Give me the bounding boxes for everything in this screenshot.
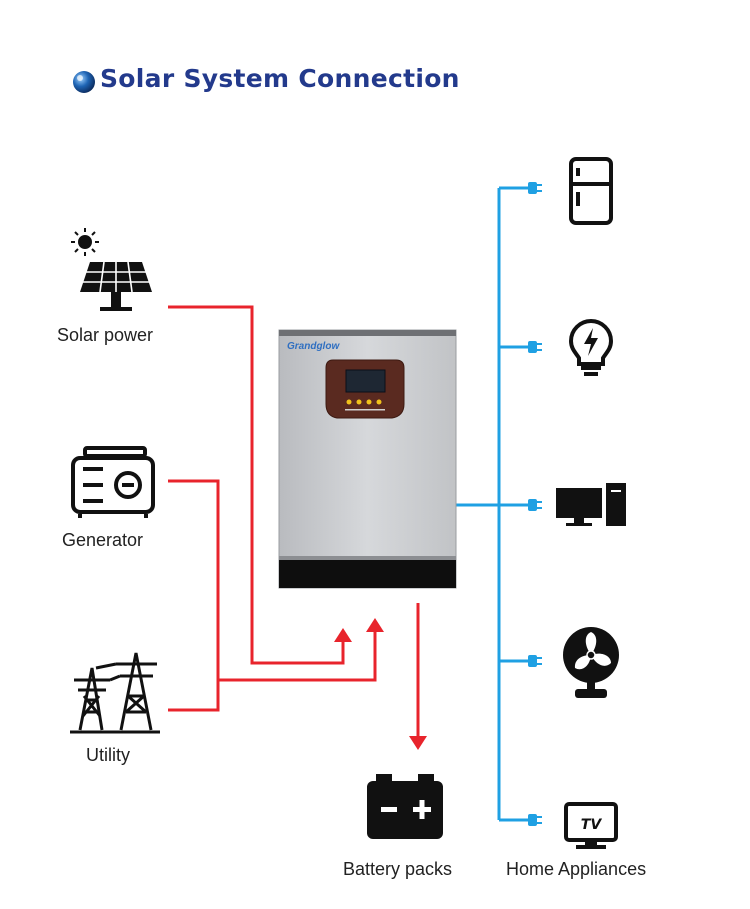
- plug-icon: [528, 182, 542, 194]
- generator-label: Generator: [62, 530, 144, 550]
- inverter-brand: Grandglow: [287, 341, 340, 352]
- utility-line: [218, 630, 377, 682]
- output-lines: [455, 186, 530, 822]
- tv-text: TV: [581, 817, 603, 833]
- utility-arrow: [366, 618, 384, 632]
- refrigerator-icon: [569, 157, 613, 225]
- power-tower-icon: [70, 652, 160, 734]
- plug-icon: [528, 499, 542, 511]
- solar-power-label: Solar power: [57, 325, 154, 345]
- sun-icon: [71, 228, 99, 256]
- computer-icon: [556, 483, 626, 526]
- page-title: Solar System Connection: [100, 64, 460, 93]
- battery-arrow: [409, 736, 427, 750]
- generator-line: [168, 479, 220, 712]
- inverter: [278, 329, 457, 589]
- solar-line: [168, 305, 345, 665]
- battery-packs-label: Battery packs: [343, 859, 453, 879]
- plug-icon: [528, 814, 542, 826]
- fan-icon: [563, 627, 619, 698]
- panel-buttons: [346, 399, 382, 405]
- home-appliances-label: Home Appliances: [506, 859, 647, 879]
- plug-icon: [528, 341, 542, 353]
- solar-arrow: [334, 628, 352, 642]
- plug-icon: [528, 655, 542, 667]
- battery-icon: [367, 774, 443, 839]
- inverter-panel: [325, 359, 405, 419]
- title-bullet-icon: [73, 71, 95, 93]
- generator-icon: [71, 446, 155, 518]
- input-arrows: [334, 618, 427, 750]
- utility-label: Utility: [86, 745, 130, 765]
- light-bulb-icon: [568, 318, 614, 376]
- plug-icons: [528, 182, 542, 826]
- tv-icon: TV: [564, 802, 618, 849]
- solar-panel-icon: [71, 228, 152, 311]
- input-lines: [168, 305, 420, 738]
